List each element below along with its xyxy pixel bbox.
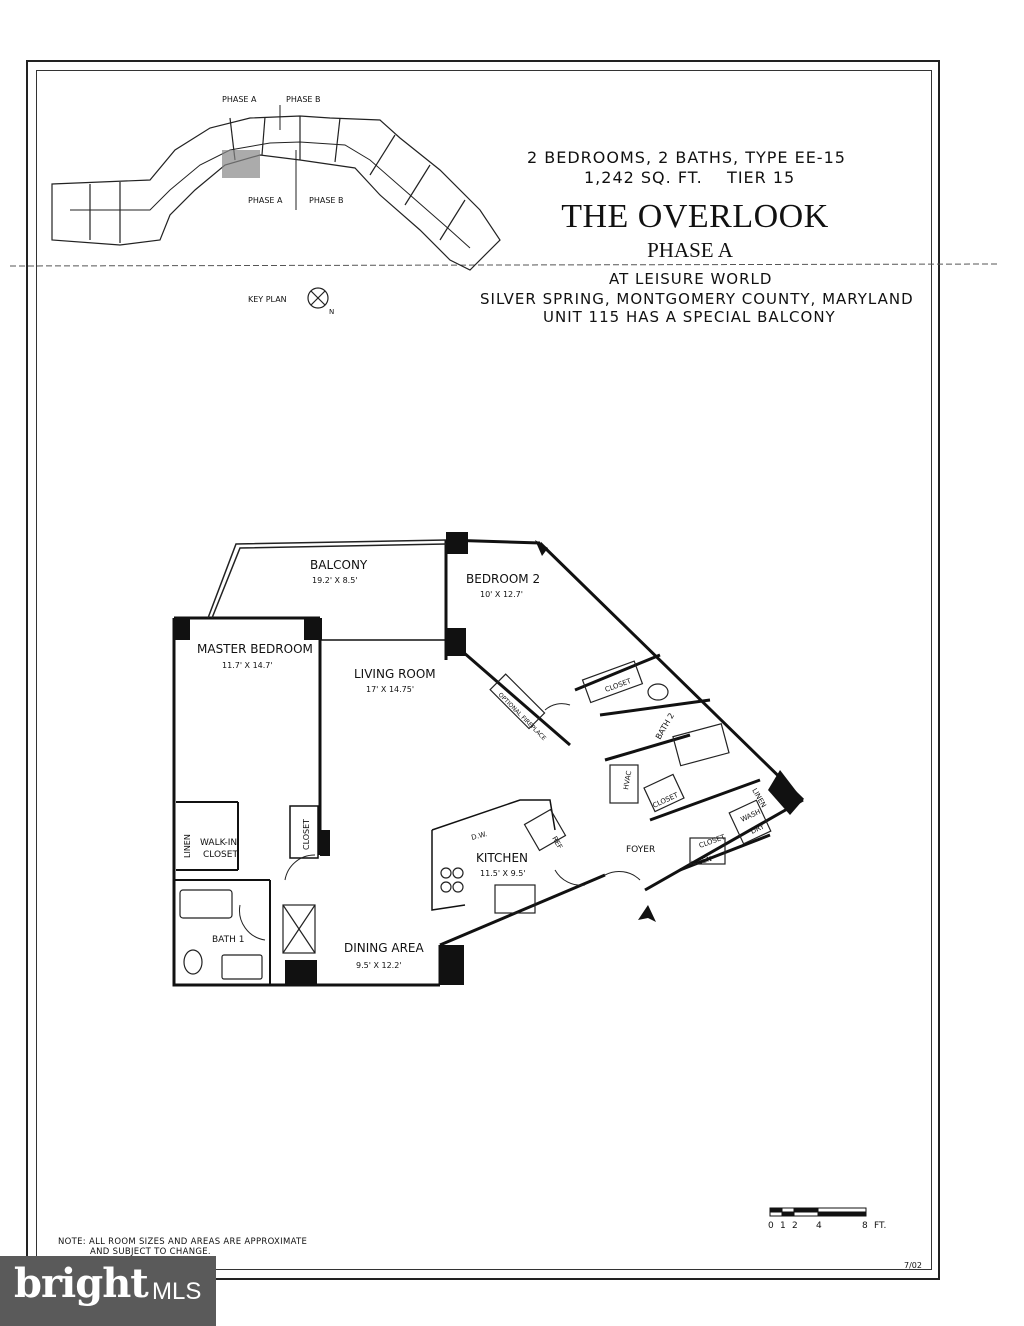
entry-arrow-icon [638,905,656,922]
scale-tick-1: 1 [780,1221,786,1231]
note-line-2: AND SUBJECT TO CHANGE. [90,1247,211,1257]
separator-line [9,263,1001,267]
master-bedroom-size: 11.7' X 14.7' [222,661,273,670]
key-plan [51,105,501,271]
kitchen-size: 11.5' X 9.5' [480,869,526,878]
scale-tick-2: 2 [792,1221,798,1231]
hvac-label: HVAC [622,770,633,790]
master-bedroom-label: MASTER BEDROOM [197,642,313,656]
wash-label: WASH [739,808,761,824]
foyer-label: FOYER [626,845,655,855]
living-room-label: LIVING ROOM [354,667,436,681]
location-line-2: SILVER SPRING, MONTGOMERY COUNTY, MARYLA… [480,290,914,308]
note-line-1: NOTE: ALL ROOM SIZES AND AREAS ARE APPRO… [58,1237,308,1247]
linen-label-bath2: LINEN [750,787,767,809]
location-line-3: UNIT 115 HAS A SPECIAL BALCONY [543,308,836,326]
linen-label-master: LINEN [183,834,192,858]
kitchen-label: KITCHEN [476,851,528,865]
walk-in-label: WALK-IN [200,838,237,848]
phase-a-bottom-label: PHASE A [248,196,283,205]
logo-brand-text: bright [14,1260,149,1307]
bedroom2-label: BEDROOM 2 [466,572,540,586]
bedroom2-size: 10' X 12.7' [480,590,523,599]
drawing-date: 7/02 [904,1261,922,1270]
scale-bar [769,1207,867,1217]
outer-frame [26,60,940,1280]
building-title: THE OVERLOOK [561,198,829,235]
inner-frame [36,70,932,1270]
key-plan-label: KEY PLAN [248,295,287,304]
unit-highlight [222,150,260,178]
scale-tick-8: 8 [862,1221,868,1231]
walk-in-closet-label: CLOSET [203,850,238,860]
scale-unit: FT. [874,1221,886,1231]
watermark-logo [0,1256,216,1326]
square-feet-line: 1,242 SQ. FT. TIER 15 [584,168,796,187]
living-room-size: 17' X 14.75' [366,685,414,694]
dishwasher-label: D.W. [470,830,487,842]
balcony-label: BALCONY [310,558,368,572]
location-line-1: AT LEISURE WORLD [609,270,773,288]
phase-b-bottom-label: PHASE B [309,196,343,205]
scale-tick-0: 0 [768,1221,774,1231]
phase-a-top-label: PHASE A [222,95,257,104]
unit-type-line: 2 BEDROOMS, 2 BATHS, TYPE EE-15 [527,148,846,167]
balcony-size: 19.2' X 8.5' [312,576,358,585]
dining-area-size: 9.5' X 12.2' [356,961,402,970]
linen-label-foyer: LINEN [690,855,712,868]
closet-label-master: CLOSET [302,819,311,850]
balcony-railing [207,539,447,619]
phase-title: PHASE A [647,238,733,262]
phase-b-top-label: PHASE B [286,95,320,104]
dining-area-label: DINING AREA [344,941,425,955]
closet-label-bedroom2: CLOSET [604,677,633,694]
north-label: N [329,308,334,316]
north-arrow-icon [307,287,329,309]
walls [172,538,805,987]
bath1-label: BATH 1 [212,935,244,945]
disclaimer-note: NOTE: ALL ROOM SIZES AND AREAS ARE APPRO… [58,1237,307,1257]
scale-tick-4: 4 [816,1221,822,1231]
fixtures [179,660,772,980]
logo-mls-text: MLS [152,1278,202,1305]
columns [174,532,803,985]
door-swings [239,703,641,941]
